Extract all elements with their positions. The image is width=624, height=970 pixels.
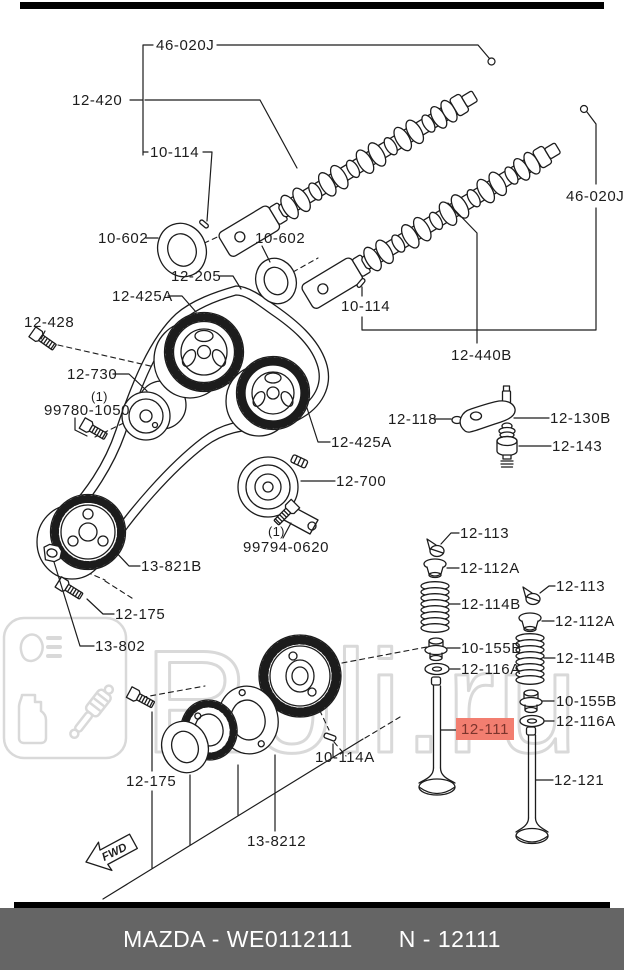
part-label-12-143: 12-143 xyxy=(552,438,603,455)
valve-keeper-right xyxy=(522,586,541,606)
oil-can-icon xyxy=(17,693,48,745)
part-label-10-155b-left: 10-155B xyxy=(461,640,522,657)
part-label-12-111-highlighted: 12-111 xyxy=(456,718,514,740)
valve-spring-left xyxy=(420,581,450,633)
part-label-12-730: 12-730 xyxy=(67,366,118,383)
spring-seat-left xyxy=(424,662,450,676)
spring-retainer-right xyxy=(518,612,542,633)
footer-code-brand: MAZDA - WE0112111 xyxy=(123,925,353,952)
cam-gear-left xyxy=(153,311,245,399)
part-label-10-114a: 10-114A xyxy=(315,749,375,766)
cam-gear-right xyxy=(225,355,311,437)
footer-code-part: N - 12111 xyxy=(398,925,501,952)
valve-seal-right xyxy=(519,689,543,714)
spring-retainer-left xyxy=(423,558,447,579)
camshaft-rear xyxy=(299,135,566,311)
spring-seat-right xyxy=(519,714,545,728)
part-label-10-155b-right: 10-155B xyxy=(556,693,617,710)
part-label-46-020j-right: 46-020J xyxy=(566,188,624,205)
part-label-12-112a-right: 12-112A xyxy=(555,613,615,630)
top-rule xyxy=(20,2,604,9)
part-label-12-440b: 12-440B xyxy=(451,347,512,364)
footer-bar: MAZDA - WE0112111 N - 12111 xyxy=(0,908,624,970)
part-label-10-114-right: 10-114 xyxy=(341,298,391,315)
part-label-10-602-left: 10-602 xyxy=(98,230,149,247)
part-label-12-425a-top: 12-425A xyxy=(112,288,173,305)
part-label-99780-1050: 99780-1050 xyxy=(44,402,131,419)
part-label-99794-0620: 99794-0620 xyxy=(243,539,330,556)
cam-seal-left xyxy=(156,222,208,278)
valve-right xyxy=(515,726,549,845)
part-label-46-020j-top: 46-020J xyxy=(156,37,215,54)
part-label-12-700: 12-700 xyxy=(336,473,387,490)
part-qty-99780: (1) xyxy=(91,389,108,404)
leader-lines xyxy=(40,44,597,900)
part-label-12-116a-left: 12-116A xyxy=(461,661,521,678)
balance-gear xyxy=(258,634,342,718)
crank-sprocket xyxy=(36,493,127,580)
part-label-13-821b: 13-821B xyxy=(141,558,202,575)
part-label-13-8212: 13-8212 xyxy=(247,833,307,850)
key-10-114a xyxy=(323,732,337,742)
fwd-arrow: FWD xyxy=(85,833,138,872)
part-label-12-175-bottom: 12-175 xyxy=(126,773,177,790)
bolt-99780-1050 xyxy=(78,417,110,443)
part-label-12-114b-right: 12-114B xyxy=(556,650,616,667)
key-front xyxy=(199,219,209,229)
part-label-12-113-left: 12-113 xyxy=(460,525,510,542)
part-label-12-112a-left: 12-112A xyxy=(460,560,520,577)
valve-left xyxy=(418,676,456,796)
part-label-12-175-mid: 12-175 xyxy=(115,606,166,623)
part-label-12-118: 12-118 xyxy=(388,411,438,428)
key-rear xyxy=(356,278,366,288)
part-label-12-116a-right: 12-116A xyxy=(556,713,616,730)
part-label-12-121: 12-121 xyxy=(554,772,605,789)
part-label-12-113-right: 12-113 xyxy=(556,578,606,595)
valve-seal-left xyxy=(424,637,448,662)
valve-spring-right xyxy=(515,633,545,685)
part-label-12-425a-bottom: 12-425A xyxy=(331,434,392,451)
part-label-10-602-right: 10-602 xyxy=(255,230,306,247)
cam-seal-right xyxy=(254,257,298,305)
bottom-rule xyxy=(14,902,610,908)
part-label-12-130b: 12-130B xyxy=(550,410,611,427)
part-label-12-205: 12-205 xyxy=(171,268,222,285)
part-qty-99794: (1) xyxy=(268,524,285,539)
tensioner xyxy=(237,454,319,535)
shaft-seal-bottom xyxy=(160,720,210,774)
crank-nut xyxy=(43,543,63,563)
rocker-arm-assembly xyxy=(451,385,518,468)
part-label-13-802: 13-802 xyxy=(95,638,146,655)
shock-absorber-icon xyxy=(69,684,115,740)
oil-lamp-icon xyxy=(19,633,62,663)
part-label-12-428: 12-428 xyxy=(24,314,75,331)
part-label-12-114b-left: 12-114B xyxy=(461,596,521,613)
part-label-12-420: 12-420 xyxy=(72,92,123,109)
valve-keeper-left xyxy=(426,538,445,558)
part-label-10-114-top: 10-114 xyxy=(150,144,200,161)
